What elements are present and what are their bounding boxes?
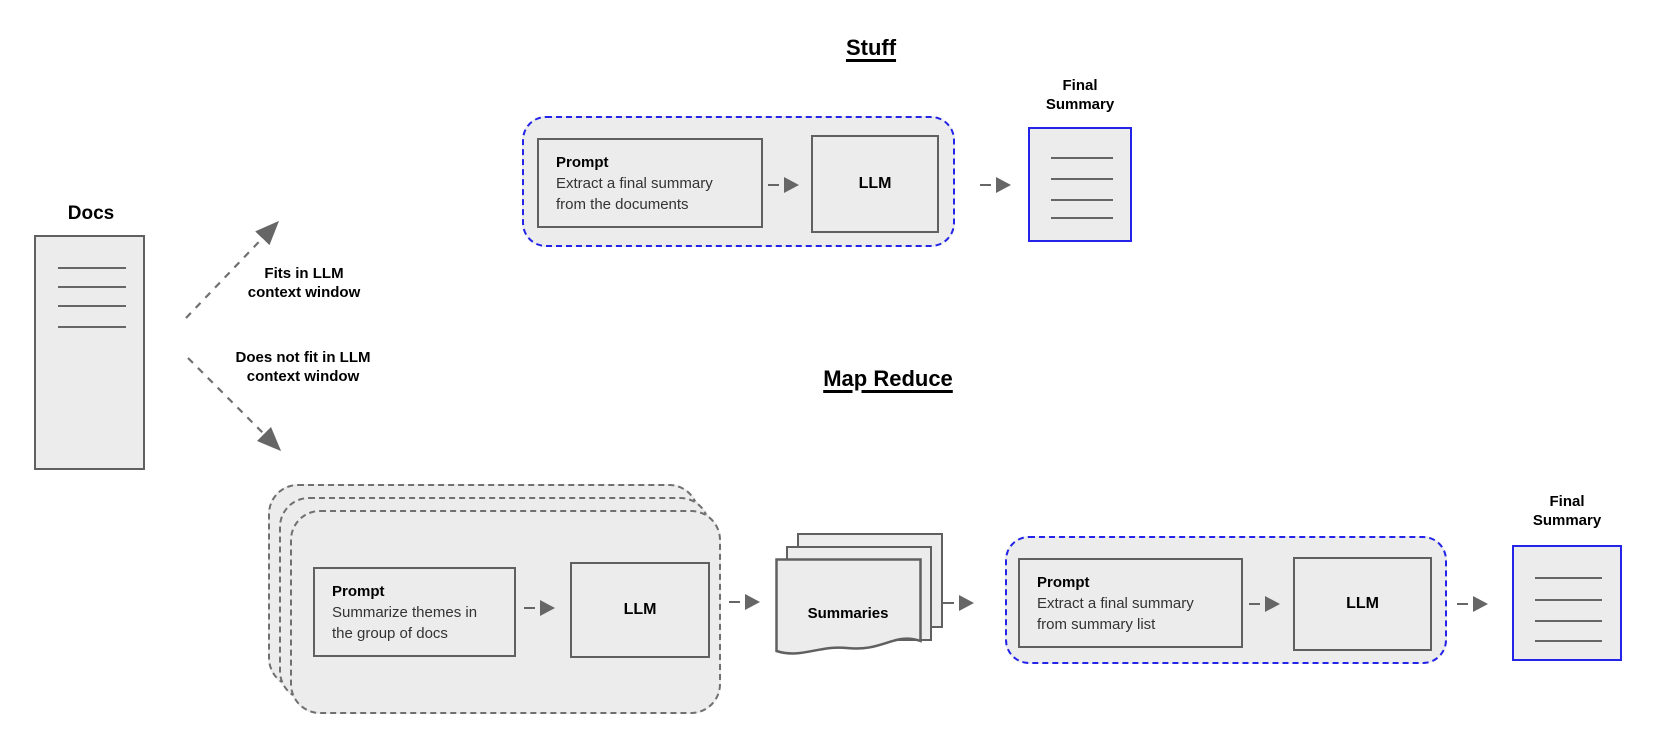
text-line (58, 305, 126, 307)
arrow-icon (729, 594, 760, 610)
reduce-final-summary-label: Final Summary (1532, 493, 1602, 529)
fits-label: Fits in LLM context window (247, 265, 361, 301)
stuff-title: Stuff (845, 35, 897, 60)
text-line (1535, 599, 1602, 601)
summaries-label: Summaries (807, 605, 889, 622)
text-line (1535, 640, 1602, 642)
stuff-final-summary-icon (1028, 127, 1132, 242)
stuff-llm-box: LLM (811, 135, 939, 233)
stuff-prompt-body: Extract a final summary from the documen… (556, 174, 713, 213)
stuff-prompt-title: Prompt (556, 153, 609, 171)
map-reduce-title: Map Reduce (823, 366, 953, 391)
map-prompt-box: Prompt Summarize themes in the group of … (313, 567, 516, 657)
stuff-prompt-box: Prompt Extract a final summary from the … (537, 138, 763, 228)
branch-arrows (185, 220, 282, 452)
map-llm-box: LLM (570, 562, 710, 658)
summaries-page-front (775, 558, 922, 655)
arrow-icon (524, 600, 555, 616)
text-line (1051, 157, 1113, 159)
text-line (58, 267, 126, 269)
text-line (1051, 217, 1113, 219)
reduce-prompt-box: Prompt Extract a final summary from summ… (1018, 558, 1243, 648)
arrow-icon (980, 177, 1011, 193)
text-line (1051, 178, 1113, 180)
map-prompt-body: Summarize themes in the group of docs (332, 603, 478, 642)
reduce-llm-box: LLM (1293, 557, 1432, 651)
arrow-icon (1249, 596, 1280, 612)
map-prompt-title: Prompt (332, 582, 385, 600)
docs-document-icon (34, 235, 145, 470)
text-line (1051, 199, 1113, 201)
text-line (58, 326, 126, 328)
stuff-final-summary-label: Final Summary (1045, 77, 1115, 113)
text-line (1535, 577, 1602, 579)
docs-label: Docs (67, 203, 115, 224)
text-line (1535, 620, 1602, 622)
reduce-final-summary-icon (1512, 545, 1622, 661)
arrow-icon (1457, 596, 1488, 612)
reduce-prompt-body: Extract a final summary from summary lis… (1037, 594, 1194, 633)
arrow-icon (943, 595, 974, 611)
text-line (58, 286, 126, 288)
arrow-icon (768, 177, 799, 193)
reduce-prompt-title: Prompt (1037, 573, 1090, 591)
does-not-fit-label: Does not fit in LLM context window (235, 349, 371, 385)
